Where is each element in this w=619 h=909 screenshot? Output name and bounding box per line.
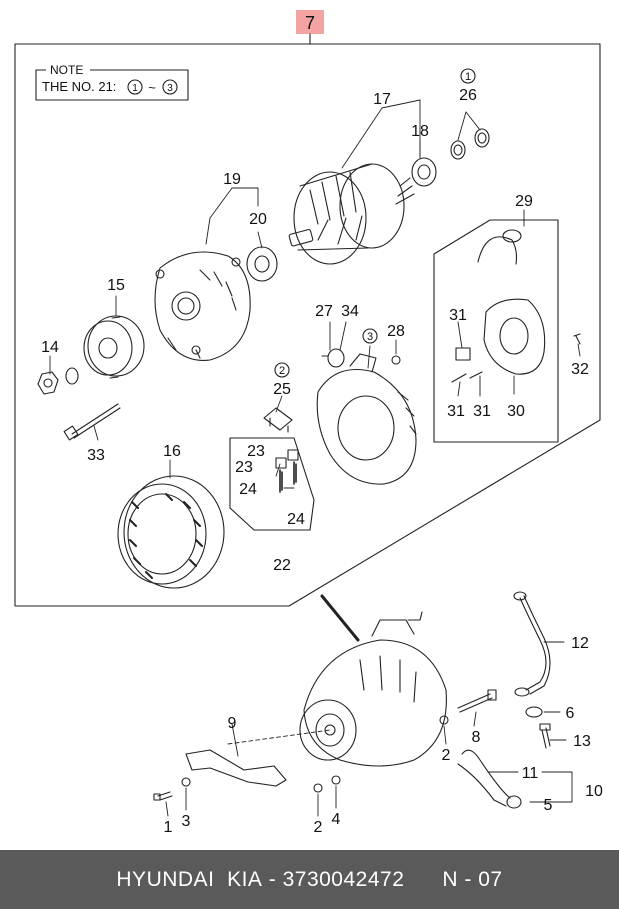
callout-6: 6 — [566, 705, 575, 722]
note-title: NOTE — [50, 63, 83, 77]
callout-numbers: 17 18 26 19 20 15 14 33 16 25 27 34 28 2… — [41, 87, 603, 836]
alternator-assembly — [299, 611, 447, 767]
callout-4: 4 — [332, 811, 341, 828]
washer-bolt-parts — [525, 706, 551, 749]
callout-32: 32 — [571, 361, 589, 378]
callout-24-right: 24 — [287, 511, 305, 528]
bracket-part — [185, 729, 331, 787]
front-bearing-part — [246, 246, 278, 282]
callout-8: 8 — [472, 729, 481, 746]
callout-23-top: 23 — [247, 443, 265, 460]
through-bolt-part — [63, 403, 121, 441]
footer-bar: HYUNDAI KIA - 3730042472 N - 07 — [0, 850, 619, 909]
parts-diagram: 7 NOTE THE NO. 21: 1 ~ 3 — [14, 10, 603, 836]
small-fasteners — [153, 715, 449, 801]
callout-24-left: 24 — [239, 481, 257, 498]
callout-22: 22 — [273, 557, 291, 574]
svg-text:1: 1 — [465, 71, 471, 83]
callout-33: 33 — [87, 447, 105, 464]
exploded-view-frame — [14, 43, 601, 607]
callout-30: 30 — [507, 403, 525, 420]
svg-text:2: 2 — [279, 365, 285, 377]
note-text: THE NO. 21: — [42, 79, 116, 94]
callout-16: 16 — [163, 443, 181, 460]
stator-part — [117, 475, 225, 589]
callout-31-right: 31 — [473, 403, 491, 420]
callout-14: 14 — [41, 339, 59, 356]
callout-17: 17 — [373, 91, 391, 108]
screw-32-part — [573, 333, 581, 345]
brush-set — [229, 437, 315, 531]
callout-27: 27 — [315, 303, 333, 320]
callout-29: 29 — [515, 193, 533, 210]
callout-9: 9 — [228, 715, 237, 732]
callout-12: 12 — [571, 635, 589, 652]
callout-26: 26 — [459, 87, 477, 104]
callout-18: 18 — [411, 123, 429, 140]
callout-31-top: 31 — [449, 307, 467, 324]
bearing-part — [411, 157, 437, 187]
callout-15: 15 — [107, 277, 125, 294]
callout-19: 19 — [223, 171, 241, 188]
nut-28-part — [391, 355, 401, 365]
footer-brand: HYUNDAI KIA — [116, 867, 263, 891]
pulley-part — [83, 315, 145, 379]
callout-31-left: 31 — [447, 403, 465, 420]
ring-parts — [450, 128, 490, 160]
svg-text:3: 3 — [167, 83, 173, 94]
note-box: NOTE THE NO. 21: 1 ~ 3 — [35, 63, 189, 101]
footer-part-number: 3730042472 — [282, 867, 405, 891]
callout-28: 28 — [387, 323, 405, 340]
regulator-group — [433, 219, 559, 443]
svg-text:1: 1 — [132, 83, 138, 94]
group-label-box — [296, 10, 324, 34]
callout-2-bottom: 2 — [314, 819, 323, 836]
cover-cap-part — [321, 348, 345, 368]
callout-2-right: 2 — [442, 747, 451, 764]
assembly-arrow — [320, 594, 360, 642]
callout-25: 25 — [273, 381, 291, 398]
callout-11: 11 — [522, 765, 539, 782]
brush-spring-part — [263, 407, 293, 433]
callout-13: 13 — [573, 733, 591, 750]
circled-refs: 1 2 3 — [274, 68, 476, 378]
callout-23-bottom: 23 — [235, 459, 253, 476]
callout-3: 3 — [182, 813, 191, 830]
group-label: 7 — [305, 13, 315, 33]
rotor-part — [288, 163, 415, 265]
front-housing-part — [154, 251, 251, 361]
callout-34: 34 — [341, 303, 359, 320]
nut-washer-parts — [37, 367, 79, 395]
rear-housing-part — [316, 353, 417, 485]
callout-10: 10 — [585, 783, 603, 800]
svg-text:~: ~ — [148, 80, 156, 95]
svg-text:3: 3 — [367, 331, 373, 343]
callout-20: 20 — [249, 211, 267, 228]
callout-5: 5 — [544, 797, 553, 814]
hose-part — [457, 749, 522, 809]
bolt-8-part — [457, 689, 497, 713]
pipe-12-part — [513, 591, 551, 697]
footer-page: N - 07 — [442, 867, 503, 891]
callout-1: 1 — [164, 819, 173, 836]
leader-lines — [49, 99, 581, 817]
